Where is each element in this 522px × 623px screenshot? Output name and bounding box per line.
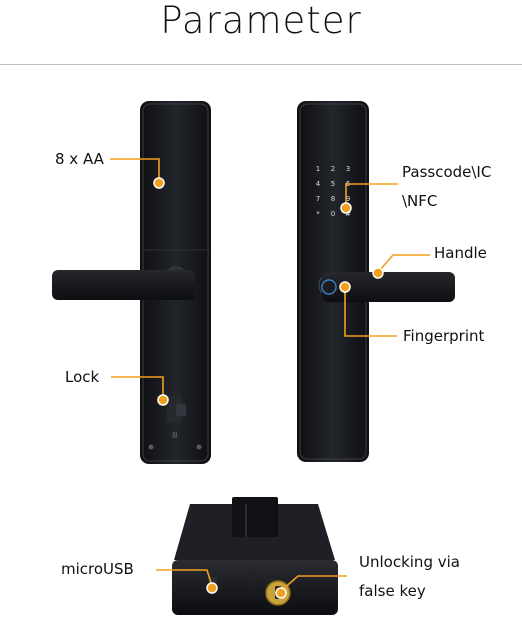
keypad-key: 8 [331, 195, 335, 203]
dot-microusb [206, 582, 218, 594]
callout-dots [153, 177, 384, 599]
keypad-key: 2 [331, 165, 335, 173]
dot-passcode [340, 202, 352, 214]
line-handle [378, 254, 430, 272]
front-handle [322, 272, 455, 302]
thumb-turn-knob [176, 404, 186, 416]
keypad-key: 9 [346, 195, 350, 203]
dot-lock [157, 394, 169, 406]
fingerprint-icon [321, 279, 337, 295]
line-battery [110, 158, 160, 183]
callout-lines [110, 158, 430, 592]
closeup-base [172, 560, 338, 615]
page-title: Parameter [160, 0, 362, 42]
keypad-key: 7 [316, 195, 320, 203]
keypad-key: # [345, 210, 351, 218]
keypad-key: 5 [331, 180, 335, 188]
label-unlocking-line1: Unlocking via [359, 553, 460, 571]
dot-battery [153, 177, 165, 189]
line-passcode [345, 183, 398, 206]
closeup-shaft [232, 497, 278, 537]
label-battery: 8 x AA [55, 150, 104, 168]
bottom-closeup [172, 497, 338, 615]
label-microusb: microUSB [61, 560, 134, 578]
line-microusb [156, 569, 213, 587]
keypad-key: 0 [331, 210, 335, 218]
dot-unlocking [275, 587, 287, 599]
label-passcode-line2: \NFC [402, 192, 438, 210]
back-handle [52, 270, 195, 300]
line-fingerprint [344, 289, 397, 337]
keypad-key: 3 [346, 165, 350, 173]
title-divider [0, 64, 522, 65]
label-unlocking-line2: false key [359, 582, 426, 600]
screw-left [148, 444, 154, 450]
usb-mark: Ⅲ [172, 431, 178, 440]
keypad-key: 4 [316, 180, 321, 188]
line-lock [111, 376, 164, 398]
label-lock: Lock [65, 368, 100, 386]
dot-fingerprint [339, 281, 351, 293]
back-panel: Ⅲ [52, 101, 211, 464]
line-unlocking [280, 575, 347, 592]
label-fingerprint: Fingerprint [403, 327, 485, 345]
screw-right [196, 444, 202, 450]
microusb-port [208, 577, 217, 586]
label-handle: Handle [434, 244, 487, 262]
label-passcode-line1: Passcode\IC [402, 163, 492, 181]
keypad-key: * [316, 210, 320, 218]
dot-handle [372, 267, 384, 279]
keypad-key: 1 [316, 165, 320, 173]
